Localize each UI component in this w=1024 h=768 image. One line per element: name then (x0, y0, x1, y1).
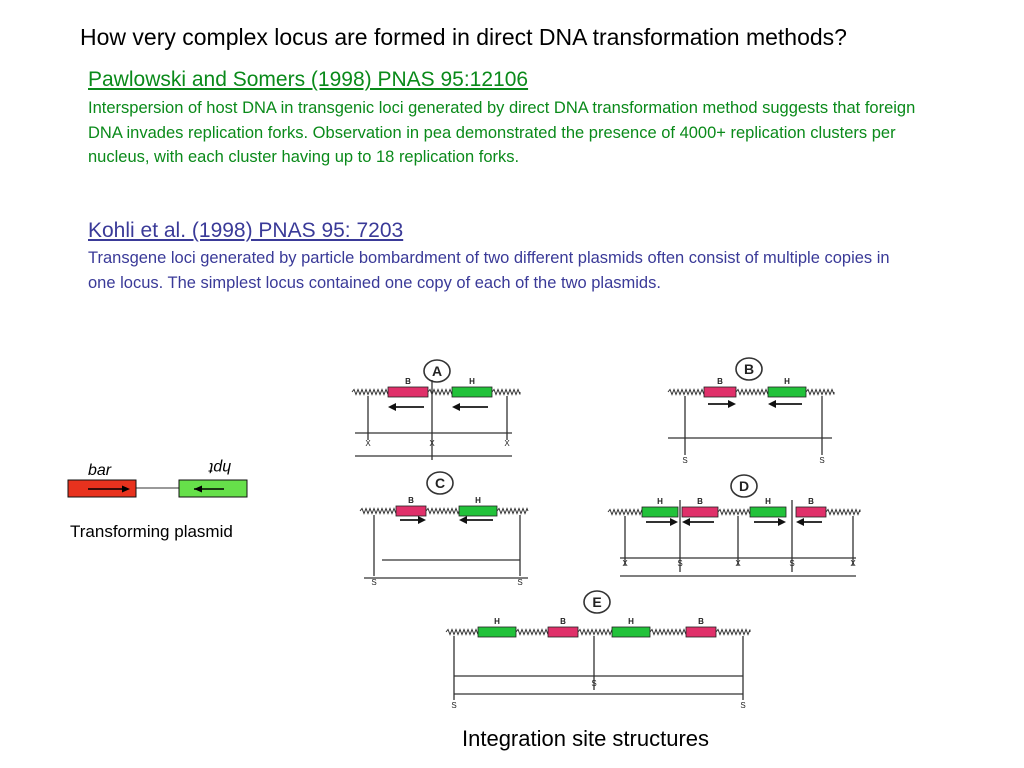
hpt-gene-letter: H (657, 497, 663, 506)
restriction-site-letter: S (677, 559, 682, 568)
restriction-site-letter: S (517, 578, 522, 587)
hpt-gene-segment (767, 386, 807, 398)
orientation-arrowhead-icon (459, 516, 467, 524)
orientation-arrowhead-icon (388, 403, 396, 411)
panel-label-circle (423, 359, 451, 383)
bar-gene-letter: B (808, 497, 814, 506)
reference-citation-pawlowski[interactable]: Pawlowski and Somers (1998) PNAS 95:1210… (88, 68, 529, 91)
restriction-site-letter: S (682, 456, 687, 465)
orientation-arrowhead-icon (452, 403, 460, 411)
restriction-site-letter: S (591, 679, 596, 688)
hpt-gene-segment (641, 506, 679, 518)
restriction-site-letter: X (429, 439, 435, 448)
host-dna-flank (515, 628, 549, 636)
host-dna-flank (359, 507, 397, 515)
restriction-site-letter: S (451, 701, 456, 710)
bar-gene-segment (795, 506, 827, 518)
bar-gene-segment (685, 626, 717, 638)
host-dna-flank (805, 388, 835, 396)
host-dna-flank (649, 628, 687, 636)
bar-gene-letter: B (697, 497, 703, 506)
hpt-arrowhead-icon (194, 485, 202, 493)
integration-structures-caption: Integration site structures (462, 726, 710, 751)
hpt-gene-segment (749, 506, 787, 518)
panel-label: A (432, 363, 442, 379)
hpt-gene-letter: H (494, 617, 500, 626)
orientation-arrowhead-icon (418, 516, 426, 524)
reference-summary-pawlowski: Interspersion of host DNA in transgenic … (88, 99, 916, 166)
panel-label-circle (583, 590, 611, 614)
bar-gene-letter: B (698, 617, 704, 626)
bar-gene-segment (395, 505, 427, 517)
hpt-gene-segment (611, 626, 651, 638)
host-dna-flank (491, 388, 521, 396)
bar-label: bar (88, 462, 112, 479)
restriction-site-letter: X (735, 559, 741, 568)
hpt-gene-segment (451, 386, 493, 398)
host-dna-flank (496, 507, 529, 515)
orientation-arrowhead-icon (778, 518, 786, 526)
host-dna-flank (667, 388, 705, 396)
bar-gene-segment (387, 386, 429, 398)
bar-gene-segment (703, 386, 737, 398)
panel-label-circle (735, 357, 763, 381)
reference-summary-kohli: Transgene loci generated by particle bom… (88, 249, 890, 292)
hpt-gene-segment (458, 505, 498, 517)
hpt-gene-letter: H (765, 497, 771, 506)
restriction-site-letter: X (365, 439, 371, 448)
plasmid-diagram: bar hpt (67, 459, 248, 498)
host-dna-flank (735, 388, 769, 396)
restriction-site-letter: S (819, 456, 824, 465)
panel-label: C (435, 475, 445, 491)
bar-gene-segment (547, 626, 579, 638)
host-dna-flank (607, 508, 643, 516)
panel-label: E (592, 594, 601, 610)
hpt-label: hpt (208, 459, 231, 476)
host-dna-flank (425, 507, 460, 515)
orientation-arrowhead-icon (670, 518, 678, 526)
restriction-site-letter: X (850, 559, 856, 568)
host-dna-flank (445, 628, 479, 636)
orientation-arrowhead-icon (796, 518, 804, 526)
slide-title: How very complex locus are formed in dir… (80, 24, 847, 50)
hpt-gene-letter: H (469, 377, 475, 386)
panel-label-circle (730, 474, 758, 498)
hpt-gene-letter: H (628, 617, 634, 626)
host-dna-flank (715, 628, 751, 636)
bar-gene-letter: B (405, 377, 411, 386)
hpt-gene-segment (477, 626, 517, 638)
restriction-site-letter: S (789, 559, 794, 568)
panel-label: B (744, 361, 754, 377)
reference-citation-kohli[interactable]: Kohli et al. (1998) PNAS 95: 7203 (88, 219, 404, 242)
bar-gene-letter: B (408, 496, 414, 505)
restriction-site-letter: X (622, 559, 628, 568)
host-dna-flank (825, 508, 861, 516)
bar-gene-letter: B (717, 377, 723, 386)
bar-gene-letter: B (560, 617, 566, 626)
restriction-site-letter: S (371, 578, 376, 587)
orientation-arrowhead-icon (728, 400, 736, 408)
bar-arrowhead-icon (122, 485, 130, 493)
orientation-arrowhead-icon (768, 400, 776, 408)
panel-label-circle (426, 471, 454, 495)
panel-label: D (739, 478, 749, 494)
host-dna-flank (577, 628, 613, 636)
restriction-site-letter: S (740, 701, 745, 710)
host-dna-flank (351, 388, 389, 396)
host-dna-flank (717, 508, 751, 516)
orientation-arrowhead-icon (682, 518, 690, 526)
hpt-gene-letter: H (784, 377, 790, 386)
restriction-site-letter: X (504, 439, 510, 448)
bar-gene-segment (681, 506, 719, 518)
plasmid-caption: Transforming plasmid (70, 522, 233, 541)
hpt-gene-letter: H (475, 496, 481, 505)
